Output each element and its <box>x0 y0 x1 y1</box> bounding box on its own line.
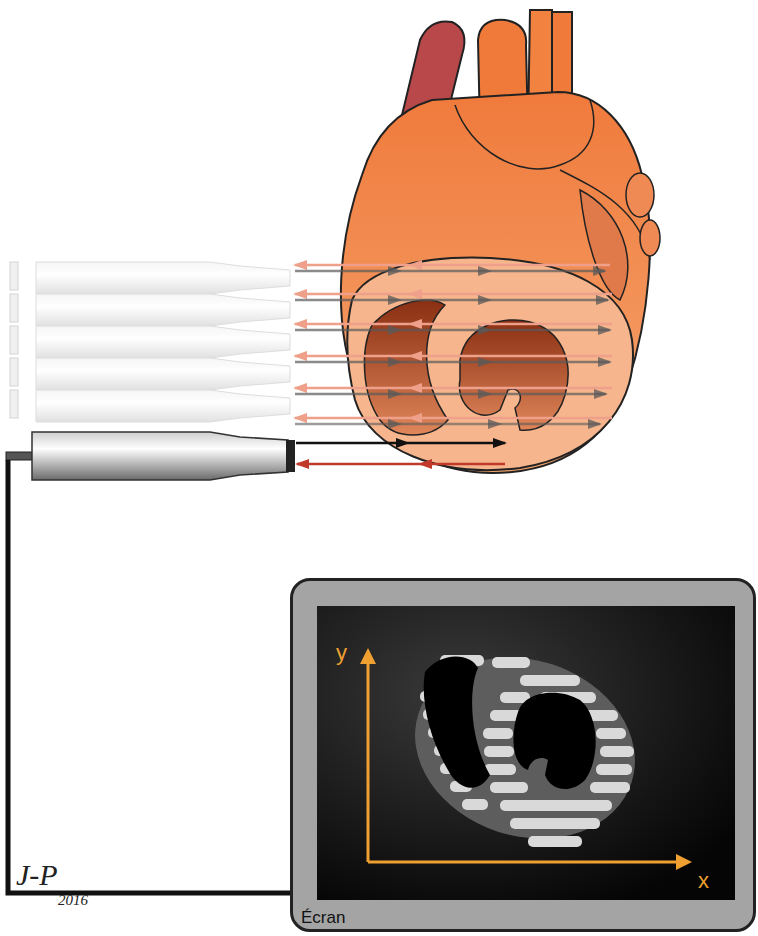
screen-frame: Écran <box>290 578 756 932</box>
signature-year: 2016 <box>58 892 88 909</box>
screen-label: Écran <box>301 908 345 928</box>
signature: J-P <box>16 858 58 892</box>
axis-label: x <box>698 868 709 894</box>
axis-label: y <box>336 640 347 666</box>
